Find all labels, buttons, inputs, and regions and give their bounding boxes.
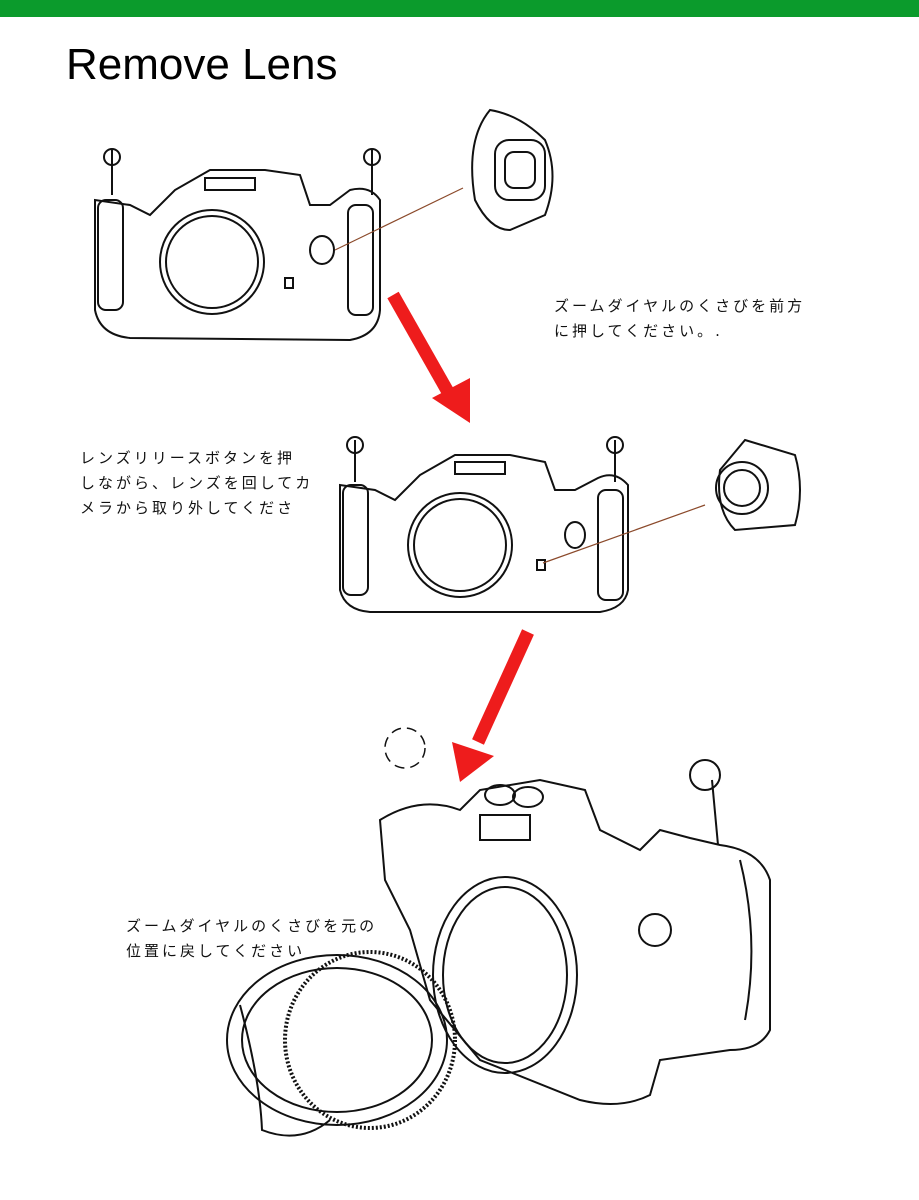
lens-release-button-detail-illustration <box>715 438 801 532</box>
housing-illustration-front-1 <box>94 148 381 342</box>
instruction-line: ズームダイヤルのくさびを前方 <box>554 297 806 315</box>
step-2-instruction: レンズリリースボタンを押しながら、レンズを回してカメラから取り外してくださ <box>80 446 313 521</box>
instruction-line: しながら、レンズを回してカ <box>80 474 314 492</box>
red-arrow-down-1 <box>387 291 470 423</box>
step-3-instruction: ズームダイヤルのくさびを元の位置に戻してください <box>126 914 377 964</box>
step-1-instruction: ズームダイヤルのくさびを前方に押してください。. <box>554 294 805 344</box>
instruction-line: に押してください。. <box>554 322 723 340</box>
page-title: Remove Lens <box>66 40 338 89</box>
instruction-line: ズームダイヤルのくさびを元の <box>126 917 378 935</box>
instruction-line: レンズリリースボタンを押 <box>80 449 295 467</box>
instruction-line: メラから取り外してくださ <box>80 499 296 517</box>
housing-illustration-front-2 <box>339 436 629 613</box>
leader-line <box>334 187 464 251</box>
zoom-wedge-detail-illustration <box>471 108 554 232</box>
instruction-line: 位置に戻してください <box>126 942 306 960</box>
header-bar <box>0 0 919 17</box>
leader-line <box>542 504 706 564</box>
red-arrow-down-2 <box>452 629 534 782</box>
housing-with-lens-illustration <box>226 727 771 1137</box>
